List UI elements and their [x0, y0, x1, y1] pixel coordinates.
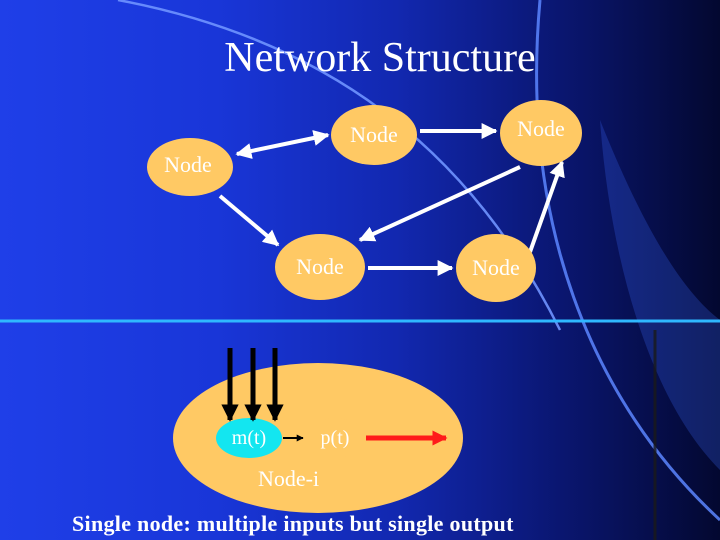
input-sum-node: m(t) — [216, 418, 282, 458]
output-label: p(t) — [320, 426, 350, 449]
network-node-top-middle: Node — [331, 105, 417, 165]
slide-title: Network Structure — [224, 35, 536, 81]
arrow-left-midleft — [218, 194, 280, 247]
node-label: Node — [517, 116, 565, 141]
decor-curve-large — [535, 0, 720, 522]
network-node-middle-right: Node — [456, 234, 536, 302]
arrow-left-topmid — [235, 130, 330, 159]
network-node-middle-left: Node — [275, 234, 365, 300]
single-node-name: Node-i — [258, 466, 320, 491]
slide-caption: Single node: multiple inputs but single … — [72, 511, 514, 536]
input-sum-label: m(t) — [231, 426, 267, 449]
arrow-topright-midleft — [358, 165, 521, 242]
decor-band — [600, 120, 720, 470]
node-label: Node — [296, 254, 344, 279]
node-label: Node — [350, 122, 398, 147]
network-node-left: Node — [147, 138, 233, 196]
node-label: Node — [472, 255, 520, 280]
arrow-midright-topright — [528, 160, 565, 253]
output-node: p(t) — [304, 418, 366, 458]
network-node-top-right: Node — [500, 100, 582, 166]
node-label: Node — [164, 152, 212, 177]
